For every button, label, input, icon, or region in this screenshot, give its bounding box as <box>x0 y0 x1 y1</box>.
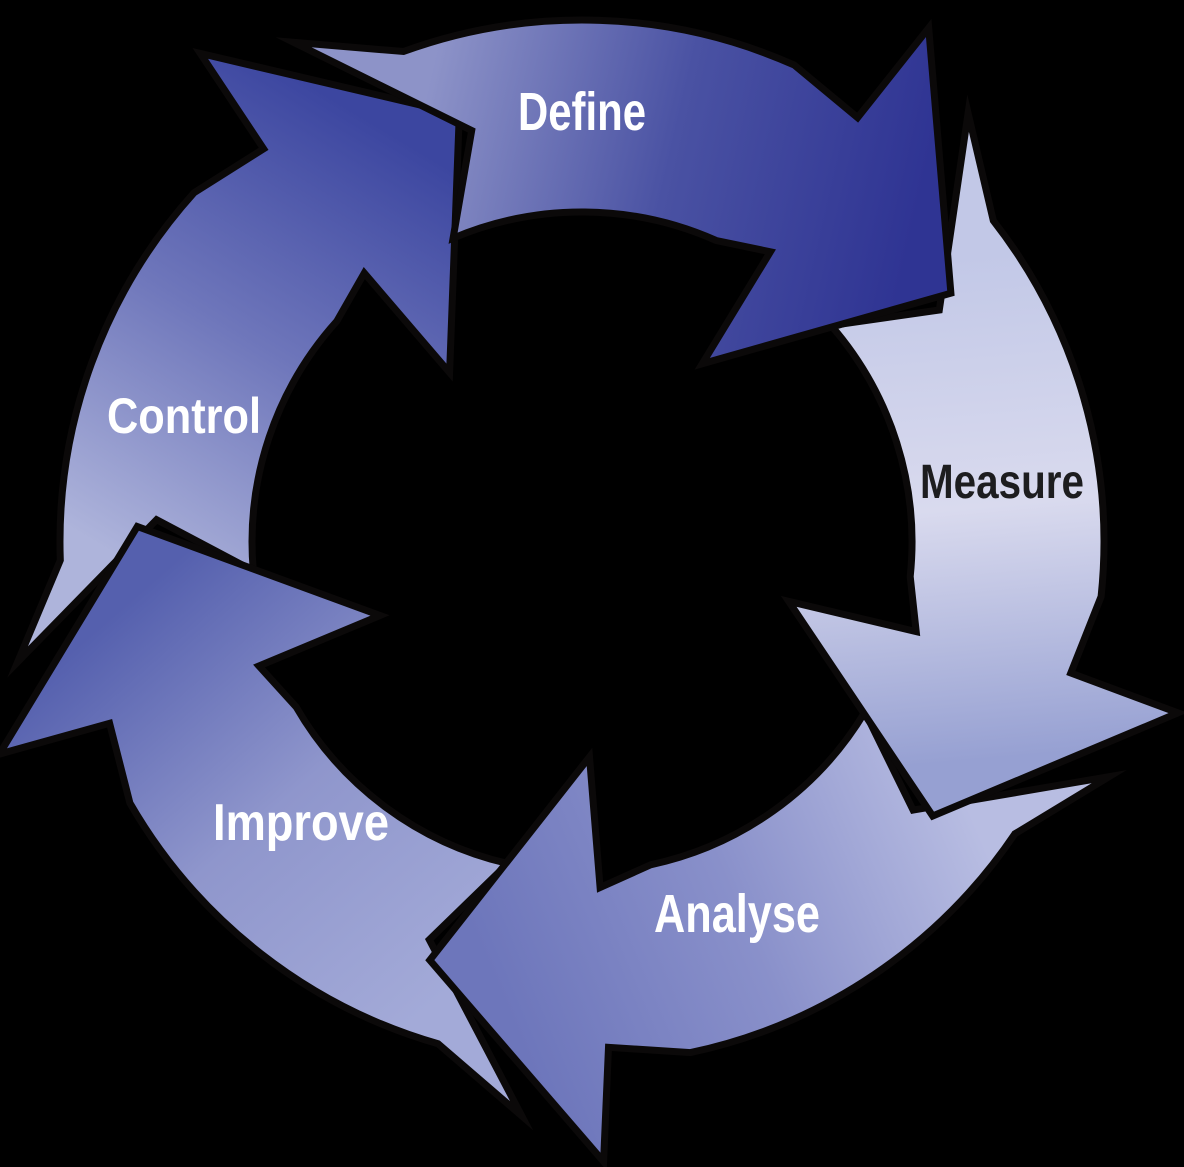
step-label-analyse: Analyse <box>654 884 820 944</box>
arrow-ring <box>0 16 1184 1167</box>
step-label-improve: Improve <box>213 794 389 852</box>
arrow-control <box>7 47 463 678</box>
arrow-improve <box>0 522 534 1131</box>
step-labels: Define Measure Analyse Improve Control <box>107 82 1084 944</box>
arrow-analyse <box>425 704 1127 1167</box>
step-label-control: Control <box>107 388 261 444</box>
step-label-define: Define <box>518 82 646 142</box>
arrow-measure <box>780 94 1184 821</box>
step-label-measure: Measure <box>920 456 1084 509</box>
arrow-define <box>275 16 955 370</box>
